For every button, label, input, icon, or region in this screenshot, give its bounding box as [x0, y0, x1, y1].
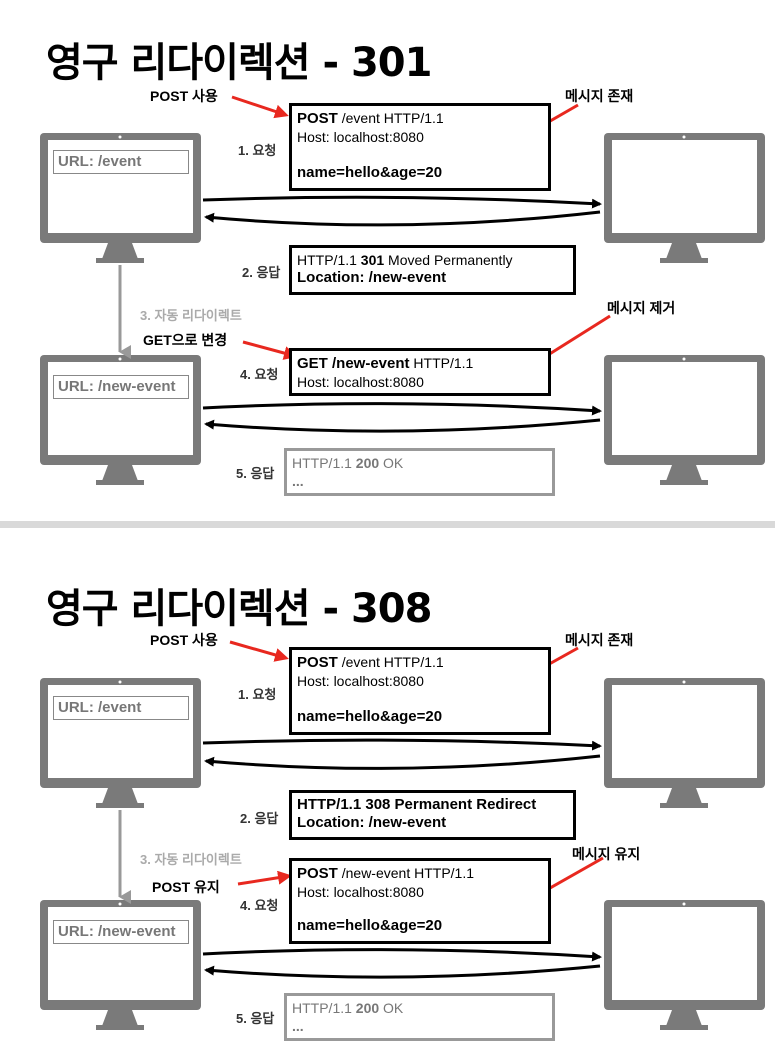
- status-code: 200: [355, 1000, 380, 1016]
- http-request-2: GET /new-event HTTP/1.1 Host: localhost:…: [289, 348, 551, 396]
- request-host: Host: localhost:8080: [297, 129, 424, 145]
- step-request-1: 1. 요청: [238, 143, 277, 158]
- server-monitor-1: [604, 678, 765, 808]
- status-line: HTTP/1.1 308 Permanent Redirect: [297, 796, 537, 813]
- page-title: 영구 리다이렉션 - 308: [46, 586, 432, 632]
- request-host: Host: localhost:8080: [297, 374, 424, 390]
- server-monitor-2: [604, 900, 765, 1030]
- status-code: 301: [360, 252, 385, 268]
- step-response-2: 5. 응답: [236, 1011, 275, 1026]
- step-response-1: 2. 응답: [242, 265, 281, 280]
- request-method: POST: [297, 654, 338, 671]
- request-body: name=hello&age=20: [297, 164, 443, 181]
- location-header: Location: /new-event: [297, 814, 447, 831]
- http-request-2: POST /new-event HTTP/1.1 Host: localhost…: [289, 858, 551, 944]
- step-request-2: 4. 요청: [240, 898, 279, 913]
- step-response-2: 5. 응답: [236, 466, 275, 481]
- response-body: ...: [292, 1018, 304, 1034]
- server-monitor-1: [604, 133, 765, 263]
- note-body-removed: 메시지 제거: [607, 300, 676, 316]
- step-response-1: 2. 응답: [240, 811, 279, 826]
- response-arrow-1: [204, 754, 601, 770]
- status-reason: Moved Permanently: [384, 252, 513, 268]
- slide-308: 영구 리다이렉션 - 308 URL: /event URL: /new-eve…: [0, 528, 775, 1062]
- post-keep-arrow: [237, 870, 292, 886]
- note-post-keep: POST 유지: [152, 879, 220, 895]
- http-response-1: HTTP/1.1 301 Moved Permanently Location:…: [289, 245, 576, 295]
- step-auto-redirect: 3. 자동 리다이렉트: [140, 308, 242, 323]
- status-prefix: HTTP/1.1: [292, 455, 356, 471]
- location-header: Location: /new-event: [297, 269, 447, 286]
- post-use-arrow: [231, 95, 289, 119]
- page-title: 영구 리다이렉션 - 301: [46, 40, 432, 86]
- request-line-rest: /event HTTP/1.1: [337, 654, 444, 670]
- http-response-2: HTTP/1.1 200 OK ...: [284, 448, 555, 496]
- request-arrow-2: [202, 402, 602, 416]
- status-code: 200: [355, 455, 380, 471]
- note-body-exists: 메시지 존재: [565, 632, 634, 648]
- status-reason: OK: [379, 455, 404, 471]
- request-method: POST: [297, 865, 338, 882]
- request-arrow-2: [202, 948, 602, 962]
- post-use-arrow: [229, 640, 289, 662]
- client-url-bar-2: URL: /new-event: [53, 920, 189, 944]
- server-monitor-2: [604, 355, 765, 485]
- request-method-path: GET /new-event: [297, 355, 410, 372]
- request-method: POST: [297, 110, 338, 127]
- slide-301: 영구 리다이렉션 - 301 URL: /event URL: /new-eve…: [0, 0, 775, 521]
- status-prefix: HTTP/1.1: [297, 252, 361, 268]
- request-arrow-1: [202, 195, 602, 209]
- step-auto-redirect: 3. 자동 리다이렉트: [140, 852, 242, 867]
- slide-divider: [0, 521, 775, 528]
- client-url-bar-1: URL: /event: [53, 150, 189, 174]
- step-request-2: 4. 요청: [240, 367, 279, 382]
- http-request-1: POST /event HTTP/1.1 Host: localhost:808…: [289, 647, 551, 735]
- http-response-1: HTTP/1.1 308 Permanent Redirect Location…: [289, 790, 576, 840]
- request-line-rest: /event HTTP/1.1: [337, 110, 444, 126]
- request-line-rest: HTTP/1.1: [409, 355, 474, 371]
- note-body-exists: 메시지 존재: [565, 88, 634, 104]
- request-arrow-1: [202, 738, 602, 751]
- step-request-1: 1. 요청: [238, 687, 277, 702]
- response-arrow-1: [204, 210, 601, 227]
- request-body: name=hello&age=20: [297, 708, 443, 725]
- get-change-arrow: [242, 340, 298, 360]
- client-url-bar-2: URL: /new-event: [53, 375, 189, 399]
- request-host: Host: localhost:8080: [297, 673, 424, 689]
- http-response-2: HTTP/1.1 200 OK ...: [284, 993, 555, 1041]
- client-url-bar-1: URL: /event: [53, 696, 189, 720]
- response-body: ...: [292, 473, 304, 489]
- http-request-1: POST /event HTTP/1.1 Host: localhost:808…: [289, 103, 551, 191]
- note-post-use: POST 사용: [150, 632, 218, 648]
- status-prefix: HTTP/1.1: [292, 1000, 356, 1016]
- note-get-change: GET으로 변경: [143, 332, 228, 348]
- request-host: Host: localhost:8080: [297, 884, 424, 900]
- status-reason: OK: [379, 1000, 404, 1016]
- note-post-use: POST 사용: [150, 88, 218, 104]
- note-body-keep: 메시지 유지: [572, 846, 641, 862]
- response-arrow-2: [204, 418, 601, 433]
- request-body: name=hello&age=20: [297, 917, 443, 934]
- response-arrow-2: [204, 964, 601, 979]
- request-line-rest: /new-event HTTP/1.1: [337, 865, 475, 881]
